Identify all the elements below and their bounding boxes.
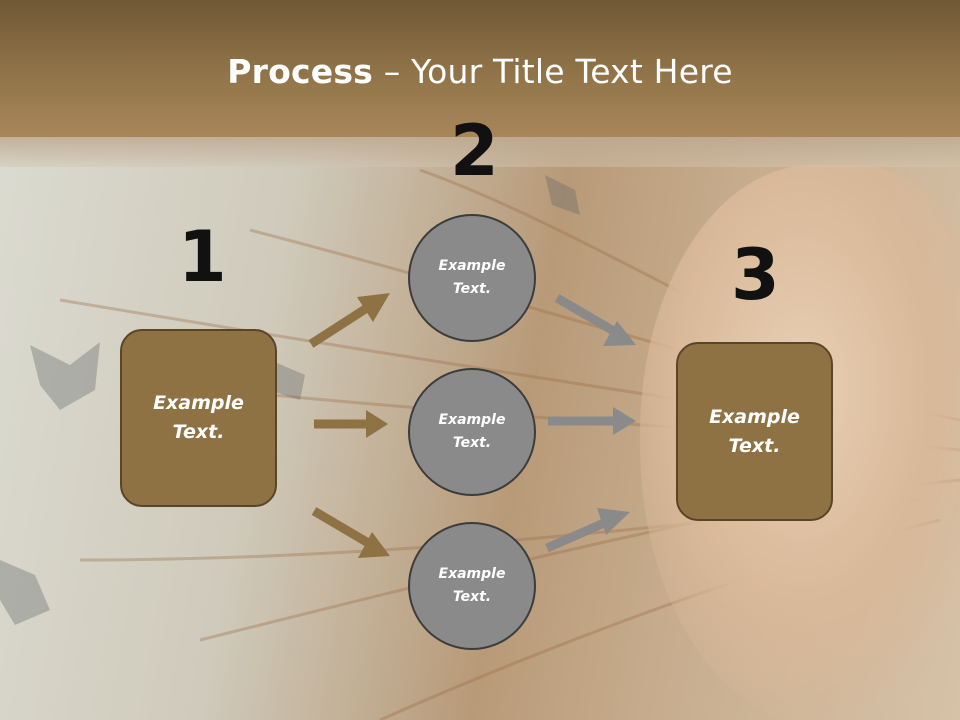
arrow-2c-to-3 [545,508,630,553]
arrow-1-to-2b [314,410,388,438]
step-2-top-text-line-1: Example [438,258,506,274]
step-2-top-text-line-2: Text. [452,281,492,297]
step-1-text-line-2: Text. [172,421,225,443]
step-2-circle-middle[interactable]: Example Text. [408,368,536,496]
arrow-2b-to-3 [548,407,636,435]
arrow-2a-to-3 [554,294,636,346]
title-bold: Process [227,52,374,91]
slide-title[interactable]: Process – Your Title Text Here [0,52,960,91]
step-3-text-line-1: Example [709,405,800,428]
step-2-number: 2 [450,110,499,192]
arrow-1-to-2a [308,293,390,348]
step-2-circle-top[interactable]: Example Text. [408,214,536,342]
step-3-text-line-2: Text. [728,434,781,457]
arrow-1-to-2c [311,507,390,558]
step-1-number: 1 [178,216,227,298]
step-2-middle-text-line-2: Text. [452,435,492,451]
step-3-box[interactable]: Example Text. [676,342,833,521]
title-bar [0,0,960,137]
step-2-bottom-text-line-1: Example [438,566,506,582]
step-2-bottom-text-line-2: Text. [452,589,492,605]
step-3-number: 3 [731,234,780,316]
step-2-middle-text-line-1: Example [438,412,506,428]
step-1-text-line-1: Example [153,392,244,414]
title-rest: – Your Title Text Here [373,52,733,91]
step-1-box[interactable]: Example Text. [120,329,277,507]
title-bar-strip [0,137,960,167]
step-2-circle-bottom[interactable]: Example Text. [408,522,536,650]
